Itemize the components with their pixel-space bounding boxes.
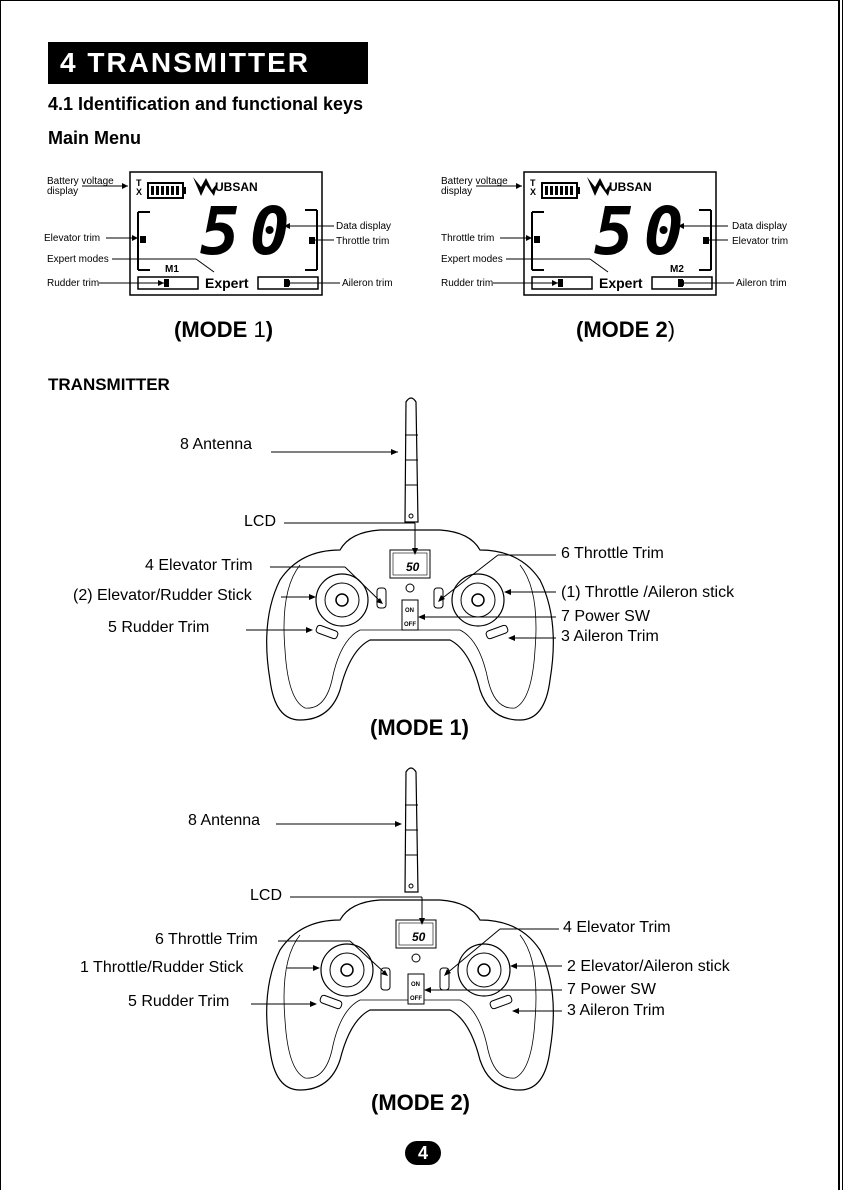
lcd-diagram-mode2: Battery voltage display Throttle trim Ex… xyxy=(394,0,814,350)
lcd-diagram-mode1-lines xyxy=(82,171,340,296)
battery-label-line2: display xyxy=(47,186,79,197)
switch-on-text: ON xyxy=(405,608,414,614)
transmitter-mode1-drawing: 50 ON OFF xyxy=(246,397,556,721)
antenna-label: 8 Antenna xyxy=(188,812,261,829)
lcd-expert-text: Expert xyxy=(599,275,643,291)
battery-label-line1: Battery voltage xyxy=(441,176,508,187)
elevator-aileron-stick-label: 2 Elevator/Aileron stick xyxy=(567,958,730,975)
throttle-trim-label: Throttle trim xyxy=(441,233,495,244)
brand-name: UBSAN xyxy=(215,180,258,194)
rudder-trim-label: 5 Rudder Trim xyxy=(108,619,210,636)
left-vertical-trim xyxy=(376,587,387,609)
lcd-data-value: 50 xyxy=(594,193,694,270)
transmitter-heading: TRANSMITTER xyxy=(48,375,170,394)
throttle-trim-label: Throttle trim xyxy=(336,236,390,247)
lcd-diagram-mode1: Battery voltage display Elevator trim Ex… xyxy=(0,0,420,350)
left-horizontal-trim xyxy=(315,624,339,640)
lcd-diagram-mode2-lines xyxy=(476,171,734,296)
battery-label-line2: display xyxy=(441,186,473,197)
left-horizontal-trim xyxy=(319,994,343,1010)
switch-on-text: ON xyxy=(411,982,420,988)
aileron-trim-label: Aileron trim xyxy=(342,278,393,289)
aileron-trim-label: Aileron trim xyxy=(736,278,787,289)
aileron-trim-label: 3 Aileron Trim xyxy=(567,1002,665,1019)
elevator-rudder-stick-label: (2) Elevator/Rudder Stick xyxy=(73,587,252,604)
right-horizontal-trim xyxy=(485,624,509,640)
section-title: 4 TRANSMITTER xyxy=(48,42,368,84)
lcd-label: LCD xyxy=(250,887,283,904)
power-switch xyxy=(407,973,425,1005)
rudder-trim-label: Rudder trim xyxy=(441,278,494,289)
switch-off-text: OFF xyxy=(404,622,416,628)
throttle-trim-label: 6 Throttle Trim xyxy=(561,545,664,562)
elevator-trim-label: 4 Elevator Trim xyxy=(145,557,253,574)
elevator-trim-label: Elevator trim xyxy=(732,236,789,247)
brand-logo-icon xyxy=(587,177,612,196)
lcd-expert-text: Expert xyxy=(205,275,249,291)
data-display-label: Data display xyxy=(732,221,788,232)
brand-name: UBSAN xyxy=(609,180,652,194)
lcd-mini-value: 50 xyxy=(406,560,420,574)
expert-modes-label: Expert modes xyxy=(441,254,503,265)
page-number: 4 xyxy=(405,1141,441,1165)
throttle-rudder-stick-label: 1 Throttle/Rudder Stick xyxy=(80,959,244,976)
elevator-trim-label: 4 Elevator Trim xyxy=(563,919,671,936)
rudder-trim-label: 5 Rudder Trim xyxy=(128,993,230,1010)
lcd-mode-indicator: M2 xyxy=(670,264,684,275)
transmitter-mode2-drawing: 50 ON OFF xyxy=(251,767,562,1091)
brand-logo-icon xyxy=(193,177,218,196)
subsection-title: 4.1 Identification and functional keys xyxy=(48,94,364,114)
right-horizontal-trim xyxy=(489,994,513,1010)
aileron-trim-label: 3 Aileron Trim xyxy=(561,628,659,645)
power-switch xyxy=(401,599,419,631)
lcd-mode2-caption: (MODE 2) xyxy=(576,317,676,342)
elevator-trim-label: Elevator trim xyxy=(44,233,101,244)
lcd-label: LCD xyxy=(244,513,277,530)
throttle-aileron-stick-label: (1) Throttle /Aileron stick xyxy=(561,584,735,601)
lcd-mini-value: 50 xyxy=(412,930,426,944)
lcd-mode-indicator: M1 xyxy=(165,264,179,275)
lcd-mode1-caption: (MODE 1) xyxy=(174,317,274,342)
transmitter-diagram-mode2: 50 ON OFF 8 Antenna LCD 6 Throttle Trim … xyxy=(0,760,850,1120)
power-switch-label: 7 Power SW xyxy=(561,608,650,625)
throttle-trim-label: 6 Throttle Trim xyxy=(155,931,258,948)
rudder-trim-label: Rudder trim xyxy=(47,278,100,289)
switch-off-text: OFF xyxy=(410,996,422,1002)
transmitter-mode2-caption: (MODE 2) xyxy=(371,1090,470,1115)
battery-label-line1: Battery voltage xyxy=(47,176,114,187)
main-menu-heading: Main Menu xyxy=(48,128,141,148)
transmitter-mode1-caption: (MODE 1) xyxy=(370,715,469,740)
lcd-data-value: 50 xyxy=(200,193,300,270)
transmitter-diagram-mode1: 50 ON OFF 8 Antenna LCD 4 Elevator Trim … xyxy=(0,390,850,750)
antenna-label: 8 Antenna xyxy=(180,436,253,453)
power-switch-label: 7 Power SW xyxy=(567,981,656,998)
data-display-label: Data display xyxy=(336,221,392,232)
expert-modes-label: Expert modes xyxy=(47,254,109,265)
